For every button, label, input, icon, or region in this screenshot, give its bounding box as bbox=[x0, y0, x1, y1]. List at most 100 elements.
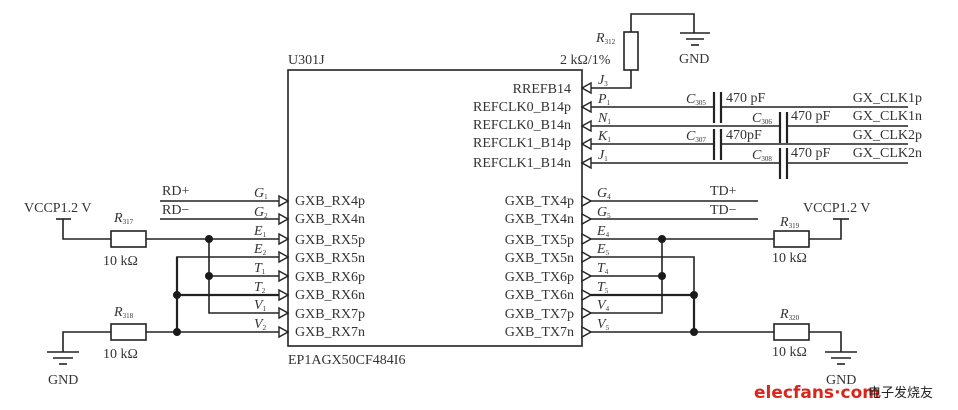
pin-label: REFCLK0_B14p bbox=[473, 100, 571, 115]
svg-text:2 kΩ/1%: 2 kΩ/1% bbox=[560, 53, 611, 68]
chip-part-number: EP1AGX50CF484I6 bbox=[288, 353, 405, 368]
svg-text:T5: T5 bbox=[597, 280, 609, 295]
svg-text:470 pF: 470 pF bbox=[791, 109, 831, 124]
watermark-cn: 电子发烧友 bbox=[868, 385, 933, 401]
svg-text:GX_CLK1p: GX_CLK1p bbox=[853, 91, 922, 106]
junction-dot bbox=[205, 272, 213, 280]
pin-label: GXB_RX5n bbox=[295, 251, 365, 266]
svg-text:P1: P1 bbox=[597, 92, 611, 107]
svg-text:K1: K1 bbox=[597, 129, 611, 144]
rx-ball-labels: G1 G2 E1 E2 T1 T2 V1 V2 bbox=[253, 186, 268, 332]
gnd-right-label: GND bbox=[826, 373, 856, 388]
pin-label: GXB_TX6p bbox=[505, 270, 574, 285]
svg-text:E4: E4 bbox=[596, 224, 610, 239]
svg-text:E5: E5 bbox=[596, 242, 610, 257]
capacitor-c307: C307 470pF bbox=[686, 128, 762, 160]
resistor-r312: R312 2 kΩ/1% bbox=[560, 31, 639, 71]
pin-label: REFCLK1_B14p bbox=[473, 136, 571, 151]
refclk-wires bbox=[588, 106, 908, 164]
svg-text:R319: R319 bbox=[779, 215, 800, 230]
junction-dot bbox=[658, 272, 666, 280]
clock-net-labels: GX_CLK1p GX_CLK1n GX_CLK2p GX_CLK2n bbox=[853, 91, 922, 161]
svg-text:J1: J1 bbox=[598, 148, 608, 163]
pin-label: GXB_TX4p bbox=[505, 194, 574, 209]
resistor-r320: R320 10 kΩ bbox=[772, 307, 810, 360]
pin-label: GXB_TX7n bbox=[505, 325, 574, 340]
capacitor-c306: C306 470 pF bbox=[752, 109, 831, 143]
pin-label: REFCLK0_B14n bbox=[473, 118, 571, 133]
ground-icon-top bbox=[680, 32, 710, 46]
resistor-r318: R318 10 kΩ bbox=[103, 305, 147, 362]
watermark-brand: elecfans·com bbox=[754, 383, 880, 403]
tx-junctions bbox=[658, 235, 698, 336]
junction-dot bbox=[690, 328, 698, 336]
svg-text:R312: R312 bbox=[595, 31, 616, 46]
svg-text:G1: G1 bbox=[254, 186, 268, 201]
svg-text:10 kΩ: 10 kΩ bbox=[103, 347, 138, 362]
pin-label: GXB_TX7p bbox=[505, 307, 574, 322]
pin-label: GXB_RX7p bbox=[295, 307, 365, 322]
capacitor-c308: C308 470 pF bbox=[752, 146, 831, 179]
svg-text:V5: V5 bbox=[597, 317, 610, 332]
svg-text:G2: G2 bbox=[254, 205, 268, 220]
svg-text:GX_CLK1n: GX_CLK1n bbox=[853, 109, 922, 124]
capacitor-c305: C305 470 pF bbox=[686, 91, 766, 123]
right-pin-labels: GXB_TX4p GXB_TX4n GXB_TX5p GXB_TX5n GXB_… bbox=[505, 194, 574, 340]
svg-text:C307: C307 bbox=[686, 129, 706, 144]
rx-wires bbox=[146, 200, 282, 333]
svg-text:T4: T4 bbox=[597, 261, 609, 276]
tx-wires bbox=[588, 200, 774, 333]
refclk-ball-labels: J3 P1 N1 K1 J1 bbox=[597, 73, 611, 163]
svg-text:V4: V4 bbox=[597, 298, 610, 313]
svg-text:V2: V2 bbox=[254, 317, 267, 332]
gnd-left-label: GND bbox=[48, 373, 78, 388]
gnd-top-label: GND bbox=[679, 52, 709, 67]
net-label-rd-minus: RD− bbox=[162, 203, 189, 218]
left-pin-labels: GXB_RX4p GXB_RX4n GXB_RX5p GXB_RX5n GXB_… bbox=[295, 194, 365, 340]
rx-pin-arrows bbox=[278, 194, 290, 339]
junction-dot bbox=[205, 235, 213, 243]
vccp-right-label: VCCP1.2 V bbox=[803, 201, 870, 216]
vccp-left-label: VCCP1.2 V bbox=[24, 201, 91, 216]
refclk-pin-arrows bbox=[580, 81, 592, 170]
svg-text:470pF: 470pF bbox=[726, 128, 762, 143]
pin-label: GXB_RX7n bbox=[295, 325, 365, 340]
pin-label: GXB_RX6p bbox=[295, 270, 365, 285]
ground-icon-right bbox=[825, 351, 857, 365]
pin-label: GXB_TX6n bbox=[505, 288, 574, 303]
pin-label: RREFB14 bbox=[513, 82, 571, 97]
svg-text:470 pF: 470 pF bbox=[791, 146, 831, 161]
svg-text:E1: E1 bbox=[253, 224, 267, 239]
junction-dot bbox=[173, 291, 181, 299]
pin-label: GXB_RX6n bbox=[295, 288, 365, 303]
svg-text:10 kΩ: 10 kΩ bbox=[772, 251, 807, 266]
junction-dot bbox=[690, 291, 698, 299]
svg-text:E2: E2 bbox=[253, 242, 267, 257]
pin-label: GXB_TX5n bbox=[505, 251, 574, 266]
tx-ball-labels: G4 G5 E4 E5 T4 T5 V4 V5 bbox=[596, 186, 611, 332]
chip-ref: U301J bbox=[288, 53, 325, 68]
svg-text:C308: C308 bbox=[752, 148, 772, 163]
svg-text:C306: C306 bbox=[752, 111, 772, 126]
pin-label: GXB_RX4p bbox=[295, 194, 365, 209]
svg-text:G4: G4 bbox=[597, 186, 611, 201]
svg-text:R320: R320 bbox=[779, 307, 800, 322]
svg-text:R317: R317 bbox=[113, 211, 134, 226]
svg-text:V1: V1 bbox=[254, 298, 267, 313]
right-top-pin-labels: RREFB14 REFCLK0_B14p REFCLK0_B14n REFCLK… bbox=[473, 82, 571, 171]
svg-text:T2: T2 bbox=[254, 280, 266, 295]
svg-text:10 kΩ: 10 kΩ bbox=[103, 254, 138, 269]
pin-label: GXB_TX5p bbox=[505, 233, 574, 248]
junction-dot bbox=[658, 235, 666, 243]
svg-text:10 kΩ: 10 kΩ bbox=[772, 345, 807, 360]
net-label-rd-plus: RD+ bbox=[162, 184, 189, 199]
resistor-r319: R319 10 kΩ bbox=[772, 215, 810, 266]
svg-text:C305: C305 bbox=[686, 92, 706, 107]
pin-label: GXB_RX5p bbox=[295, 233, 365, 248]
tx-pin-arrows bbox=[581, 194, 593, 339]
pin-label: GXB_RX4n bbox=[295, 212, 365, 227]
resistor-r317: R317 10 kΩ bbox=[103, 211, 147, 269]
chip-body bbox=[287, 69, 583, 347]
pin-label: GXB_TX4n bbox=[505, 212, 574, 227]
